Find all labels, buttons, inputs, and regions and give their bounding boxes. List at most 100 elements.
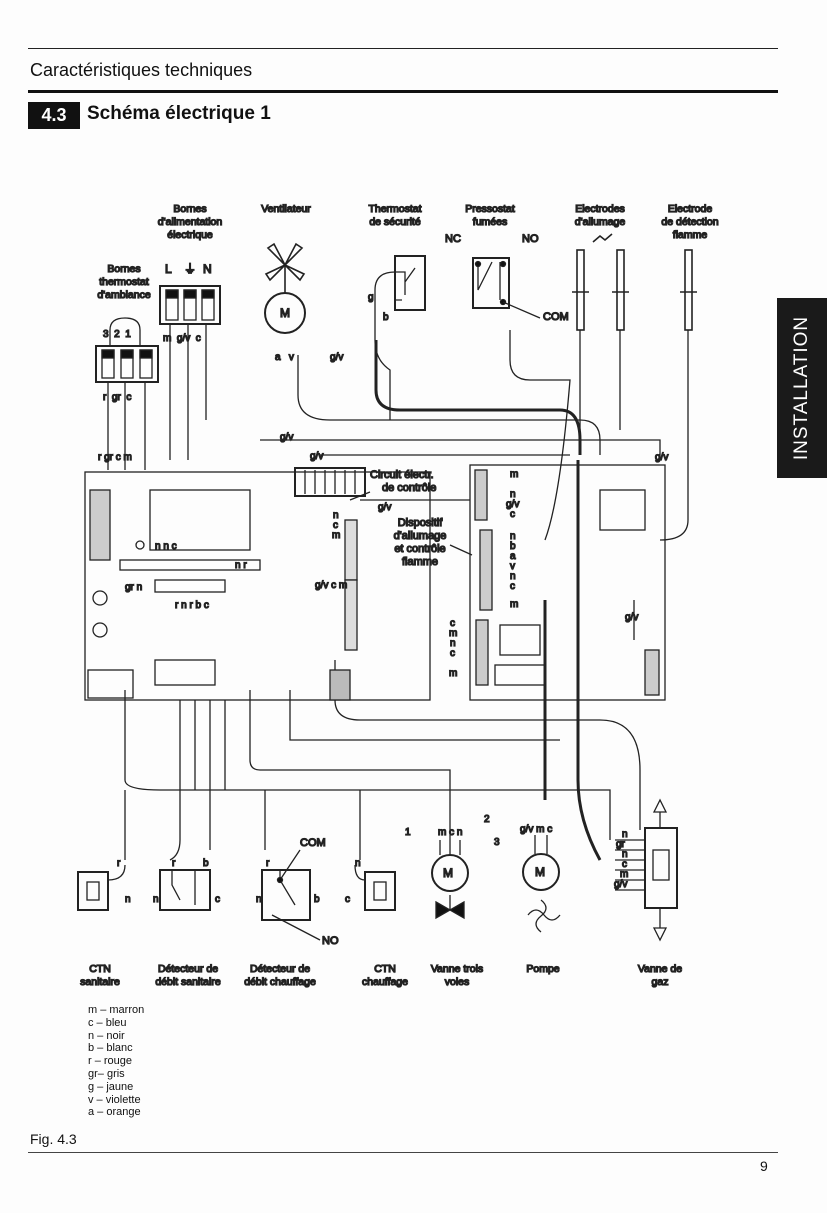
label-det-san-2: débit sanitaire xyxy=(155,976,221,988)
electrodes-icon xyxy=(572,233,697,331)
gas-wire: n xyxy=(622,849,628,860)
board-pins-2: gr n xyxy=(125,582,142,593)
gv-label-3: g/v xyxy=(378,502,391,513)
ctn-san-wire-r: r xyxy=(117,858,121,869)
terminal-earth: ⏚ xyxy=(184,262,196,276)
board-cmnc-n: n xyxy=(450,638,456,649)
gv-label-1: g/v xyxy=(280,432,293,443)
label-det-san-1: Détecteur de xyxy=(158,963,218,975)
board-cmnc-c2: c xyxy=(450,648,455,659)
board-c: c xyxy=(333,520,338,531)
label-valve-1: Vanne trois xyxy=(431,963,483,975)
gv-label-2: g/v xyxy=(310,451,323,462)
label-ctn-san-2: sanitaire xyxy=(80,976,120,988)
header-title: Caractéristiques techniques xyxy=(30,60,253,80)
safety-thermostat-icon xyxy=(374,255,426,420)
label-electrodes-1: Electrodes xyxy=(575,203,625,215)
side-tab: INSTALLATION xyxy=(777,298,827,478)
legend-item: r – rouge xyxy=(88,1055,133,1068)
pressostat-icon xyxy=(472,257,541,319)
valve-num-2: 2 xyxy=(484,814,490,825)
power-wires: m g/v c xyxy=(163,333,201,344)
valve-wires: m c n xyxy=(438,827,462,838)
det-san-wire-n: n xyxy=(153,894,159,905)
gas-wire: n xyxy=(622,829,628,840)
thermostat-wire-g: g xyxy=(368,292,374,303)
legend-item: b – blanc xyxy=(88,1042,133,1055)
label-bornes-alim-2: d'alimentation xyxy=(158,216,223,228)
det-san-wire-b: b xyxy=(203,858,209,869)
board-gvcm: g/v c m xyxy=(315,580,347,591)
pin-label: n xyxy=(510,571,516,582)
pin-label: c xyxy=(510,509,515,520)
label-det-ch-2: débit chauffage xyxy=(244,976,316,988)
board-pins-3: r n r b c xyxy=(175,600,209,611)
legend-item: a – orange xyxy=(88,1106,141,1119)
power-terminal-block xyxy=(159,285,221,325)
thermo-wires: r gr c xyxy=(103,392,131,403)
dispositif-label-4: flamme xyxy=(402,556,438,568)
board-m-bottom: m xyxy=(449,668,457,679)
thermostat-wire-b: b xyxy=(383,312,389,323)
label-electrode-det-2: de détection xyxy=(661,216,718,228)
terminal-N: N xyxy=(203,262,212,276)
label-bornes-thermo-3: d'ambiance xyxy=(97,289,151,301)
wire-bundle xyxy=(107,324,689,861)
fan-gv: g/v xyxy=(330,352,343,363)
board-left-letters: r gr c m xyxy=(98,452,132,463)
label-gas-2: gaz xyxy=(652,976,669,988)
label-bornes-thermo-1: Bornes xyxy=(107,263,140,275)
label-leader-lines xyxy=(349,491,473,556)
pressostat-nc: NC xyxy=(445,233,461,245)
label-bornes-alim-3: électrique xyxy=(167,229,213,241)
three-way-valve-icon xyxy=(431,840,469,920)
legend-item: v – violette xyxy=(88,1093,141,1106)
legend-item: gr– gris xyxy=(88,1067,125,1080)
pump-wires: g/v m c xyxy=(520,824,552,835)
det-ch-wire-n: n xyxy=(256,894,262,905)
pin-label: c xyxy=(510,581,515,592)
valve-num-3: 3 xyxy=(494,837,500,848)
ctn-ch-wire-n: n xyxy=(355,858,361,869)
label-pressostat-2: fumées xyxy=(473,216,507,228)
board-m: m xyxy=(332,530,340,541)
ctn-san-wire-n: n xyxy=(125,894,131,905)
figure-label: Fig. 4.3 xyxy=(30,1131,77,1147)
board-pins-4: n r xyxy=(235,560,247,571)
label-thermostat-1: Thermostat xyxy=(368,203,421,215)
footer-rule xyxy=(28,1152,778,1153)
pin-label: g/v xyxy=(506,499,519,510)
det-ch-no: NO xyxy=(322,935,339,947)
circuit-label-2: de contrôle xyxy=(382,482,436,494)
pin-label: n xyxy=(510,489,516,500)
label-ctn-san-1: CTN xyxy=(89,963,111,975)
gas-wire: gr xyxy=(616,839,626,850)
ctn-sanitaire-icon xyxy=(77,864,126,911)
det-san-wire-c: c xyxy=(215,894,220,905)
pump-icon xyxy=(522,835,561,933)
valve-num-1: 1 xyxy=(405,827,411,838)
pin-label: m xyxy=(510,469,518,480)
legend-item: m – marron xyxy=(88,1004,145,1016)
pressostat-com: COM xyxy=(543,311,569,323)
pressostat-no: NO xyxy=(522,233,539,245)
label-ctn-ch-1: CTN xyxy=(374,963,396,975)
board-n: n xyxy=(333,510,339,521)
fan-motor-label: M xyxy=(280,306,290,320)
section-number: 4.3 xyxy=(28,102,80,129)
wiring-diagram: Bornes d'alimentation électrique Bornes … xyxy=(77,202,719,989)
fan-wires: a v xyxy=(275,352,294,363)
pump-motor-label: M xyxy=(535,865,545,879)
ignition-pin-labels: m n g/v c n b a v n c m xyxy=(505,468,520,610)
control-board xyxy=(84,467,431,701)
pin-label: b xyxy=(510,541,516,552)
dispositif-label-2: d'allumage xyxy=(394,530,447,542)
pin-label: n xyxy=(510,531,516,542)
board-pins-1: n n c xyxy=(155,541,177,552)
bottom-labels: CTN sanitaire Détecteur de débit sanitai… xyxy=(79,962,682,988)
flow-detector-chauffage-icon xyxy=(261,849,321,941)
label-pressostat-1: Pressostat xyxy=(465,203,515,215)
header-rule xyxy=(28,48,778,49)
board-cmnc-c1: c xyxy=(450,618,455,629)
